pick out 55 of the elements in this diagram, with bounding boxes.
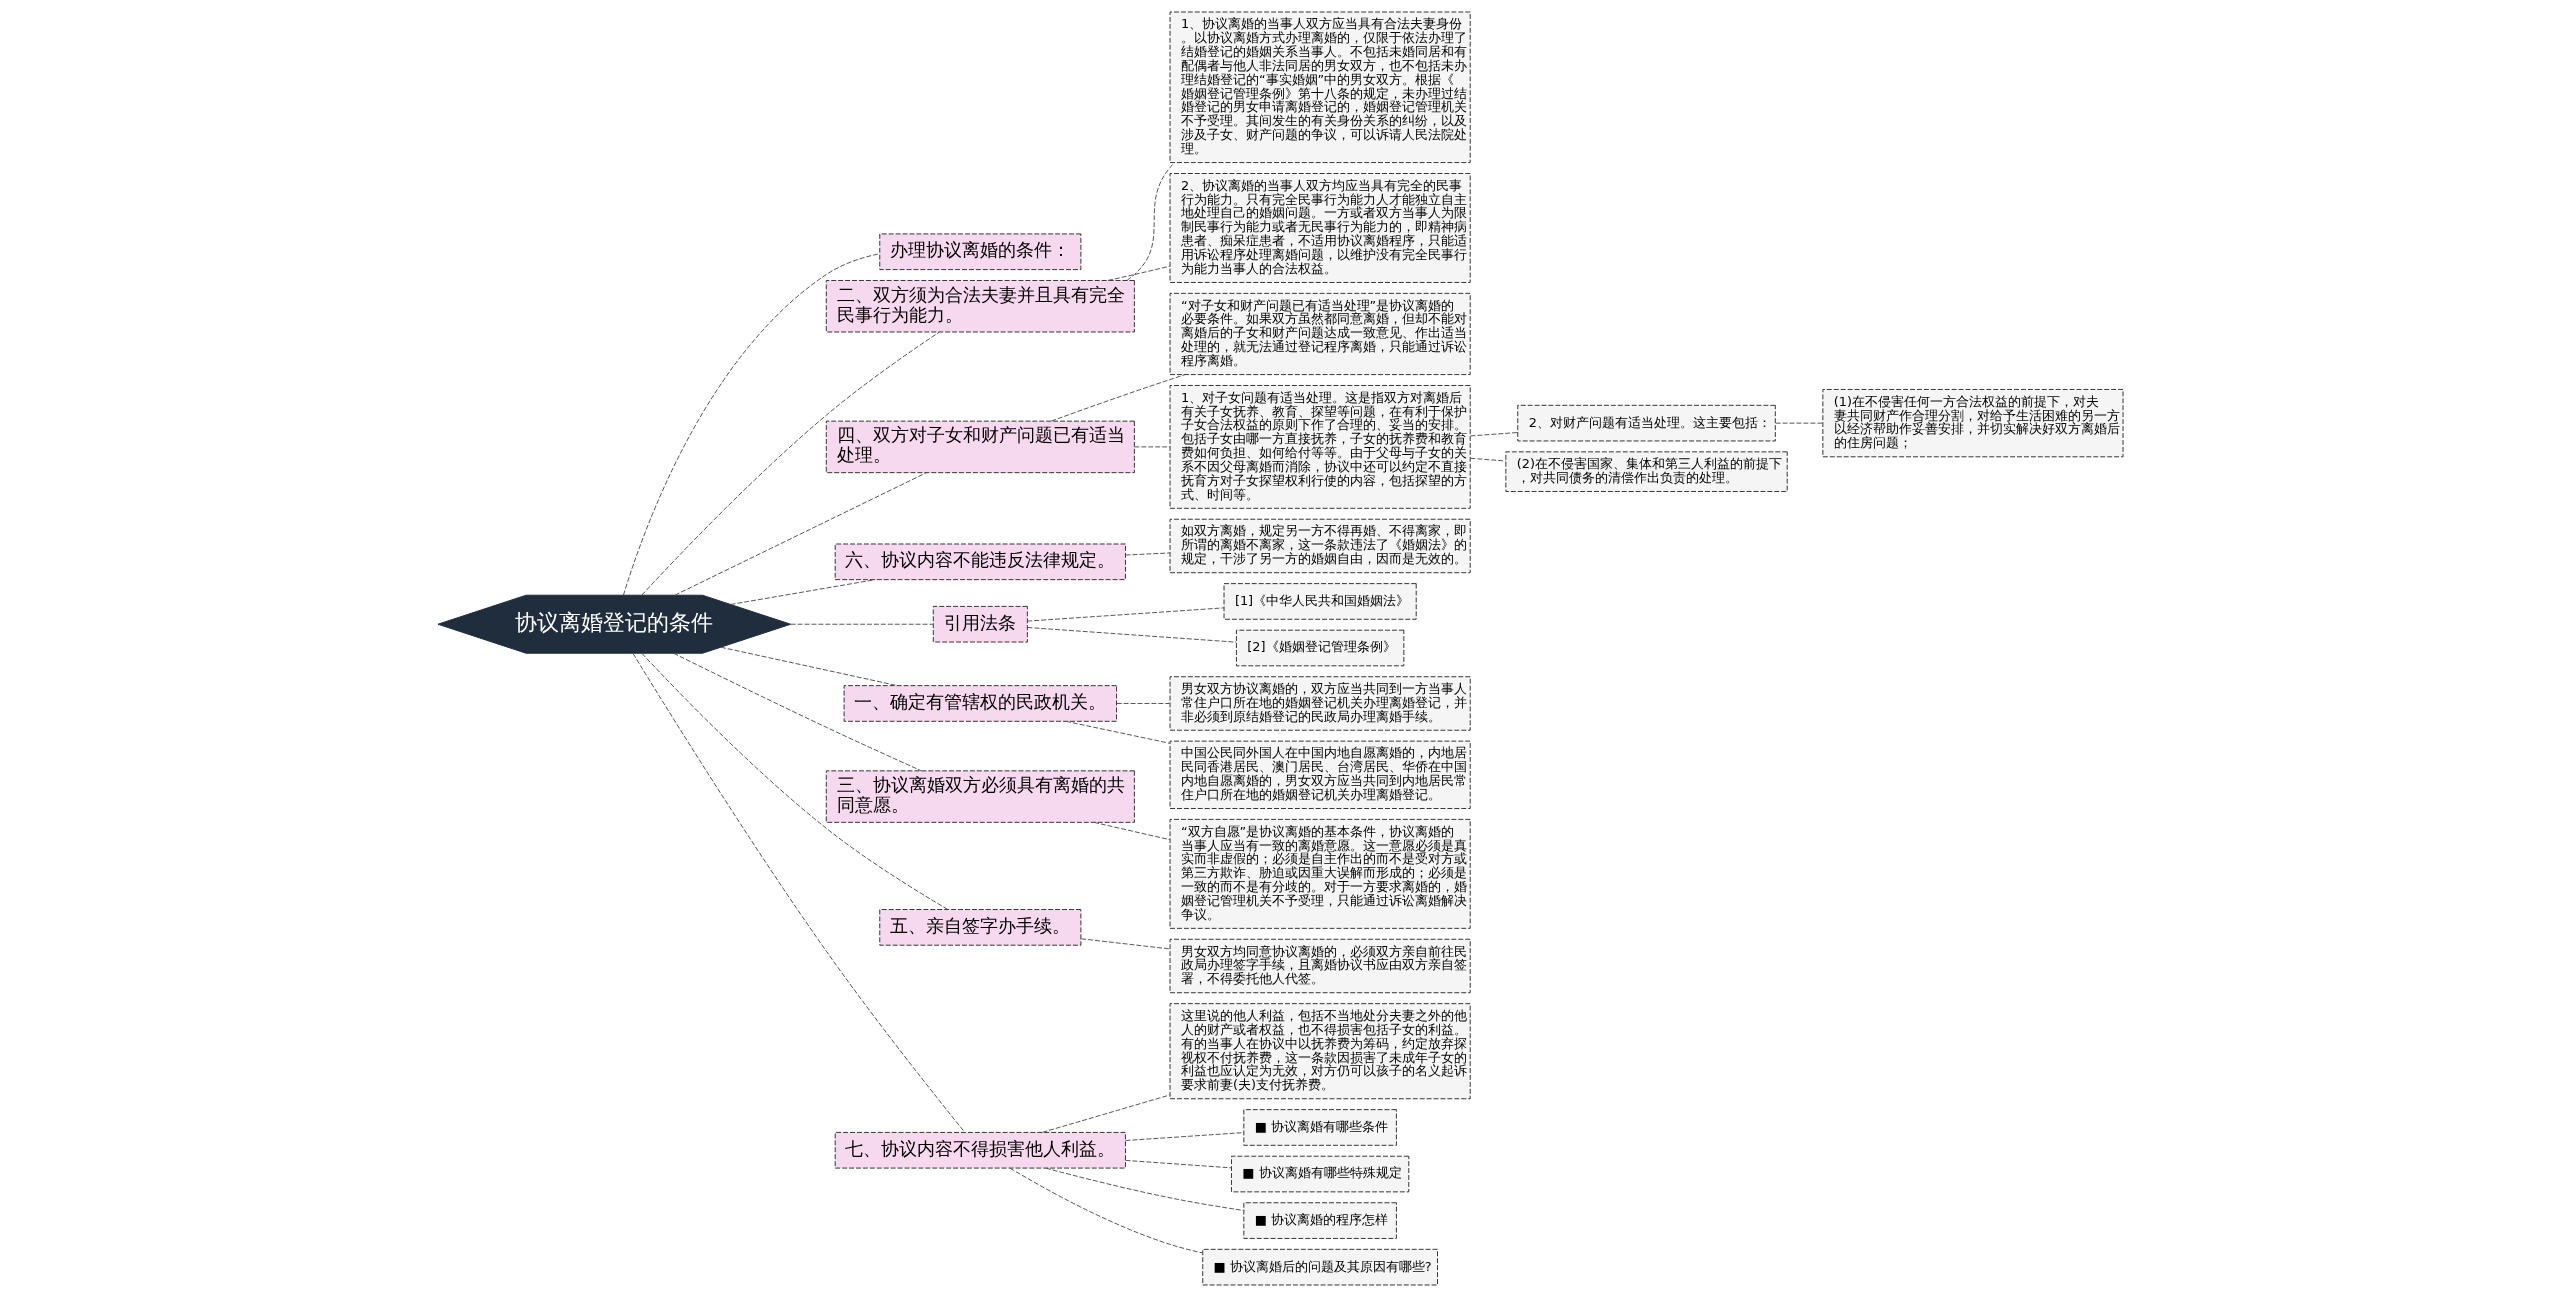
connector [1065,720,1170,744]
node-box: [2]《婚姻登记管理条例》 [1235,629,1404,667]
connector [1124,1132,1244,1142]
node-box: ■ 协议离婚有哪些特殊规定 [1230,1155,1409,1193]
node-box: 1、对子女问题有适当处理。这是指双方对离婚后有关子女抚养、教育、探望等问题，在有利于保护子女合法权益的原则下作了合理的、妥当的安排。包括子女由哪一方直接抚养，子女的抚养费和教育费如何负担、如何给付等等。由于父母与子女的关系不因父母离婚而消除，协议中还可以约定不直接抚育方对子女探望权利行使的内容，包括探望的方式、时间等。 [1169,385,1471,509]
node-box: “对子女和财产问题已有适当处理”是协议离婚的必要条件。如果双方虽然都同意离婚，但却不能对离婚后的子女和财产问题达成一致意见、作出适当处理的，就无法通过登记程序离婚，只能通过诉讼程序离婚。 [1169,292,1471,376]
connector [1026,627,1237,643]
connector [640,331,940,596]
connector [1050,374,1185,422]
connector [1469,457,1506,462]
connector [1106,265,1171,281]
node-box: ■ 协议离婚有哪些条件 [1242,1109,1397,1146]
node-box: (2)在不侵害国家、集体和第三人利益的前提下，对共同债务的清偿作出负责的处理。 [1504,451,1788,492]
node-box: 四、双方对子女和财产问题已有适当处理。 [825,420,1135,474]
connector [1093,821,1170,841]
node-box: 这里说的他人利益，包括不当地处分夫妻之外的他人的财产或者权益，也不得损害包括子女的利益。有的当事人在协议中以抚养费为筹码，约定放弃探视权不付抚养费，这一条款因损害了未成年子女的利益也应认定为无效，对方仍可以孩子的名义起诉要求前妻(夫)支付抚养费。 [1169,1003,1471,1100]
connector [1045,1167,1244,1211]
connector [672,652,922,772]
connector [632,653,965,1133]
node-box: 办理协议离婚的条件： [878,233,1081,271]
node-box: (1)在不侵害任何一方合法权益的前提下，对夫妻共同财产作合理分割，对给予生活困难的另一方以经济帮助作妥善安排，并切实解决好双方离婚后的住房问题； [1821,388,2124,458]
node-box: 男女双方均同意协议离婚的，必须双方亲自前往民政局办理签字手续，且离婚协议书应由双方亲自签署，不得委托他人代签。 [1169,938,1471,994]
node-box: 二、双方须为合法夫妻并且具有完全民事行为能力。 [825,280,1135,333]
node-box: 引用法条 [932,605,1028,643]
connector [1469,432,1518,437]
node-box: 男女双方协议离婚的，双方应当共同到一方当事人常住户口所在地的婚姻登记机关办理离婚登记，并非必须到原结婚登记的民政局办理离婚手续。 [1169,676,1471,731]
node-box: 2、协议离婚的当事人双方均应当具有完全的民事行为能力。只有完全民事行为能力人才能独立自主地处理自己的婚姻问题。一方或者双方当事人为限制民事行为能力或者无民事行为能力的，即精神病患者、痴呆症患者，不适用协议离婚程序，只能适用诉讼程序处理离婚问题，以维护没有完全民事行为能力当事人的合法权益。 [1169,173,1471,283]
connector [1774,422,1823,424]
connector [1126,162,1175,281]
node-box: ■ 协议离婚后的问题及其原因有哪些? [1201,1248,1438,1286]
connector [622,253,880,596]
node-box: [1]《中华人民共和国婚姻法》 [1223,583,1417,620]
connector [674,472,927,596]
connector [1124,1159,1232,1169]
node-box: 七、协议内容不得损害他人利益。 [834,1131,1126,1169]
connector [720,646,898,687]
node-box: 2、对财产问题有适当处理。这主要包括： [1516,404,1776,442]
connector [1026,607,1224,622]
node-box: 1、协议离婚的当事人双方应当具有合法夫妻身份。以协议离婚方式办理离婚的，仅限于依法办理了结婚登记的婚姻关系当事人。不包括未婚同居和有配偶者与他人非法同居的男女双方，也不包括未办理结婚登记的“事实婚姻”中的男女双方。根据《婚姻登记管理条例》第十八条的规定，未办理过结婚登记的男女申请离婚登记的，婚姻登记管理机关不予受理。其间发生的有关身份关系的纠纷，以及涉及子女、财产问题的争议，可以诉请人民法院处理。 [1169,11,1471,164]
connector [641,652,948,910]
connector [1080,938,1170,950]
node-box: 一、确定有管辖权的民政机关。 [843,685,1117,722]
node-box: 五、亲自签字办手续。 [878,909,1081,946]
connector [1133,446,1170,448]
connector [1124,552,1170,556]
connector [729,579,876,605]
connector [789,623,934,625]
node-box: 三、协议离婚双方必须具有离婚的共同意愿。 [825,770,1135,823]
connector [1115,703,1170,704]
node-box: “双方自愿”是协议离婚的基本条件，协议离婚的当事人应当有一致的离婚意愿。这一意愿必须是真实而非虚假的；必须是自主作出的而不是受对方或第三方欺诈、胁迫或因重大误解而形成的；必须是一致的而不是有分歧的。对于一方要求离婚的，婚姻登记管理机关不予受理，只能通过诉讼离婚解决争议。 [1169,818,1471,929]
node-box: 中国公民同外国人在中国内地自愿离婚的，内地居民同香港居民、澳门居民、台湾居民、华侨在中国内地自愿离婚的，男女双方应当共同到内地居民常住户口所在地的婚姻登记机关办理离婚登记。 [1169,740,1471,809]
node-box: ■ 协议离婚的程序怎样 [1242,1202,1397,1239]
connector [1041,1094,1170,1133]
node-box: 六、协议内容不能违反法律规定。 [834,543,1126,581]
node-box: 如双方离婚，规定另一方不得再婚、不得离家，即所谓的离婚不离家，这一条款违法了《婚姻法》的规定，干涉了另一方的婚姻自由，因而是无效的。 [1169,518,1471,574]
